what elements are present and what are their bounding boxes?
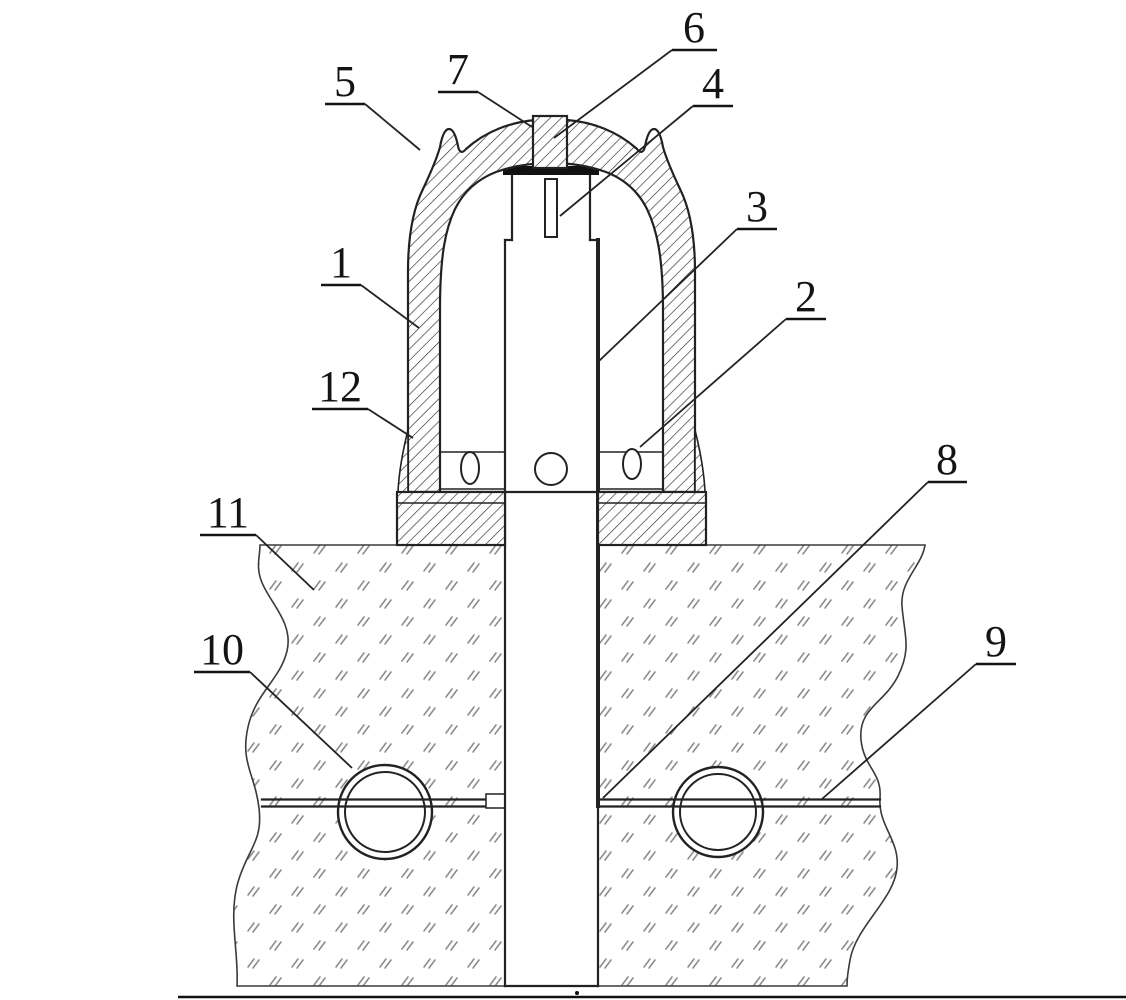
label-11-leader [255,534,315,591]
buried-pipe-right-outer [671,765,765,859]
label-3-text: 3 [746,182,768,231]
label-4-leader [559,105,694,217]
label-1-leader [360,284,420,329]
buried-pipe-left-outer [336,763,434,861]
pipe-top-cap [503,166,599,175]
label-12: 12 [312,362,414,439]
label-9-leader [821,663,977,800]
buried-pipes [336,763,765,861]
label-9-text: 9 [985,617,1007,666]
base-flange [395,490,708,547]
label-4-text: 4 [702,59,724,108]
label-8-leader [602,481,929,799]
center-pipe [503,166,600,995]
label-2: 2 [639,272,826,448]
inner-slot [544,178,558,238]
reference-labels: 6 7 4 5 3 1 2 [194,3,1016,800]
bell-skirt-right [694,429,706,493]
label-3: 3 [598,182,777,362]
port-center [534,452,568,486]
label-7-leader [477,91,533,128]
label-7-text: 7 [447,45,469,94]
label-11-text: 11 [207,488,249,537]
base-flange-left [395,490,507,547]
center-pipe-body [505,240,598,988]
label-1: 1 [321,238,420,329]
base-flange-right [596,490,708,547]
label-6: 6 [553,3,717,139]
label-10-text: 10 [200,625,244,674]
label-2-leader [639,318,787,448]
label-8: 8 [602,435,967,799]
label-5-leader [364,103,421,151]
label-10: 10 [194,625,353,769]
label-2-text: 2 [795,272,817,321]
bell-skirt-left [397,429,409,493]
port-right [622,448,642,480]
top-plug [531,114,569,170]
label-12-leader [367,408,414,439]
label-12-text: 12 [318,362,362,411]
label-6-leader [553,49,673,139]
caption-dot [575,991,579,995]
label-1-text: 1 [330,238,352,287]
label-8-text: 8 [936,435,958,484]
buried-pipe-left-inner [344,771,426,853]
label-11: 11 [200,488,315,591]
buried-pipe-right-inner [679,773,757,851]
borehole-coupling [485,793,507,809]
label-4: 4 [559,59,733,217]
label-10-leader [249,671,353,769]
mouth-ports [460,448,642,486]
label-9: 9 [821,617,1016,800]
label-5: 5 [325,57,421,151]
label-7: 7 [438,45,533,128]
label-6-text: 6 [683,3,705,52]
label-5-text: 5 [334,57,356,106]
port-left [460,451,480,485]
label-3-leader [598,228,738,362]
